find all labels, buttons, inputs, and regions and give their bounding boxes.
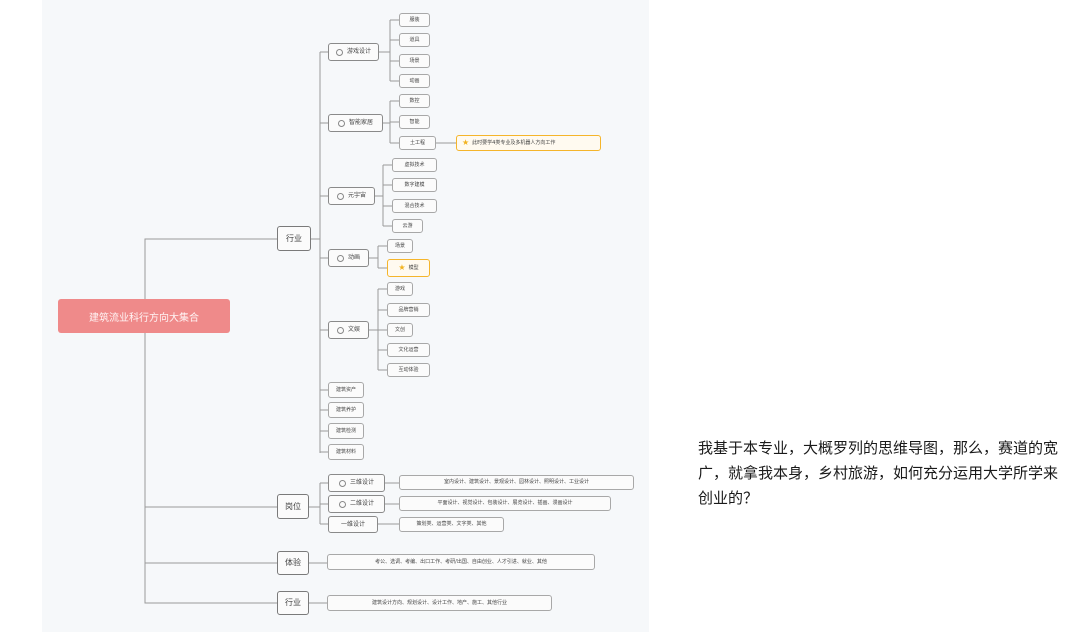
- note-callout[interactable]: ★此时要学4类专业及多机器人方向工作: [456, 135, 601, 151]
- leaf-anim-scene[interactable]: 场景: [387, 239, 413, 253]
- topic-1d-design[interactable]: 一维设计: [328, 516, 378, 533]
- topic-building-assets[interactable]: 建筑资产: [328, 382, 364, 398]
- topic-smart-home[interactable]: 智能家居: [328, 114, 383, 132]
- topic-label: 智能家居: [348, 119, 373, 126]
- leaf-experience-list[interactable]: 考公、选调、考编、出口工作、考研/出国、自由创业、人才引进、就业、其他: [327, 554, 595, 570]
- leaf-games[interactable]: 游戏: [387, 282, 413, 296]
- topic-label: 二维设计: [349, 500, 374, 507]
- branch-industry-2[interactable]: 行业: [277, 591, 309, 615]
- circle-icon: [337, 119, 345, 127]
- leaf-interactive-experience[interactable]: 互动体验: [387, 363, 430, 377]
- circle-icon: [336, 326, 344, 334]
- topic-label: 元宇宙: [347, 192, 366, 199]
- branch-positions[interactable]: 岗位: [277, 494, 309, 519]
- mind-map-connectors: [144, 19, 456, 604]
- leaf-cultural-creative[interactable]: 文创: [387, 323, 413, 337]
- topic-metaverse[interactable]: 元宇宙: [328, 187, 375, 205]
- star-icon: ★: [398, 263, 406, 272]
- leaf-digital-modeling[interactable]: 数字建模: [392, 178, 437, 192]
- topic-label: 游戏设计: [346, 48, 371, 55]
- leaf-virtual-tech[interactable]: 虚拟技术: [392, 158, 437, 172]
- leaf-2d-list[interactable]: 平面设计、视觉设计、包装设计、展览设计、插画、漫画设计: [399, 496, 611, 511]
- leaf-cloud-tour[interactable]: 云游: [392, 219, 423, 233]
- circle-icon: [338, 479, 346, 487]
- leaf-smart[interactable]: 智能: [399, 115, 430, 129]
- circle-icon: [335, 48, 343, 56]
- topic-label: 动画: [347, 254, 360, 261]
- topic-building-materials[interactable]: 建筑材料: [328, 444, 364, 460]
- leaf-industry-list[interactable]: 建筑设计方向、规划设计、设计工作、地产、施工、其他行业: [327, 595, 552, 611]
- leaf-mixed-tech[interactable]: 混合技术: [392, 199, 437, 213]
- leaf-brand-marketing[interactable]: 品牌营销: [387, 303, 430, 317]
- topic-3d-design[interactable]: 三维设计: [328, 474, 385, 492]
- root-topic[interactable]: 建筑流业科行方向大集合: [58, 299, 230, 333]
- note-text: 此时要学4类专业及多机器人方向工作: [472, 139, 556, 146]
- leaf-cultural-ops[interactable]: 文化运营: [387, 343, 430, 357]
- leaf-3d-list[interactable]: 室内设计、建筑设计、景观设计、园林设计、照明设计、工业设计: [399, 475, 634, 490]
- circle-icon: [336, 254, 344, 262]
- circle-icon: [338, 500, 346, 508]
- leaf-anim-model[interactable]: ★模型: [387, 259, 430, 277]
- topic-building-inspection[interactable]: 建筑检测: [328, 423, 364, 439]
- star-icon: ★: [462, 138, 470, 147]
- branch-industry[interactable]: 行业: [277, 226, 311, 251]
- branch-experience[interactable]: 体验: [277, 551, 309, 575]
- leaf-costume[interactable]: 服装: [399, 13, 430, 27]
- leaf-scene[interactable]: 场景: [399, 54, 430, 68]
- leaf-cnc[interactable]: 数控: [399, 94, 430, 108]
- topic-game-design[interactable]: 游戏设计: [328, 43, 379, 61]
- leaf-label: 模型: [408, 264, 419, 271]
- leaf-civil-engineering[interactable]: 土工程: [399, 136, 436, 150]
- topic-building-maintenance[interactable]: 建筑养护: [328, 402, 364, 418]
- topic-label: 三维设计: [349, 479, 374, 486]
- leaf-animation[interactable]: 动画: [399, 74, 430, 88]
- circle-icon: [336, 192, 344, 200]
- topic-2d-design[interactable]: 二维设计: [328, 495, 385, 513]
- leaf-1d-list[interactable]: 策划类、运营类、文字类、其他: [399, 517, 504, 532]
- mind-map-canvas: 建筑流业科行方向大集合 行业 岗位 体验 行业 游戏设计 智能家居 元宇宙 动画…: [42, 0, 649, 632]
- leaf-props[interactable]: 道具: [399, 33, 430, 47]
- question-text: 我基于本专业，大概罗列的思维导图，那么，赛道的宽广，就拿我本身，乡村旅游，如何充…: [698, 439, 1059, 507]
- topic-animation[interactable]: 动画: [328, 249, 369, 267]
- topic-culture-entertainment[interactable]: 文娱: [328, 321, 369, 339]
- topic-label: 文娱: [347, 326, 360, 333]
